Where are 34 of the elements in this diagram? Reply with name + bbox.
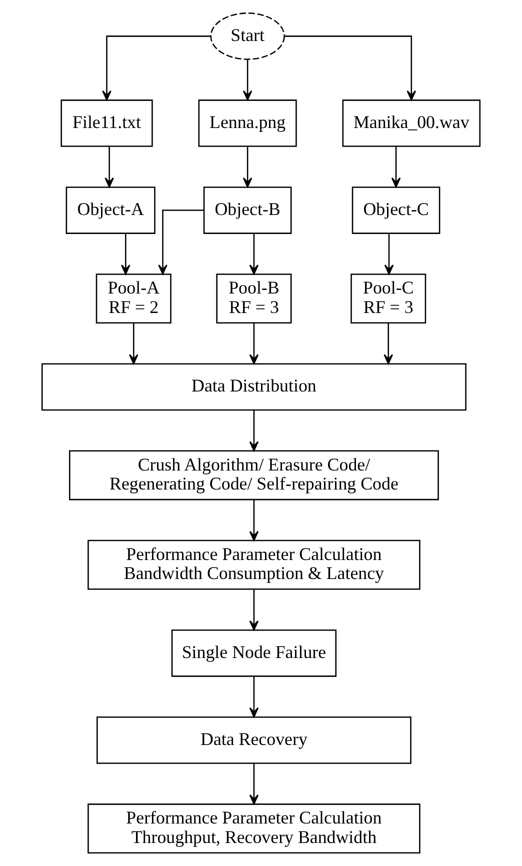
- node-box: Crush Algorithm/ Erasure Code/ Regenerating Code/ Self-repairing Code: [69, 450, 439, 500]
- node-box: Performance Parameter Calculation Throughput, Recovery Bandwidth: [88, 804, 420, 854]
- arrow: [158, 210, 204, 275]
- arrow: [249, 589, 259, 631]
- arrow: [249, 763, 259, 805]
- arrow: [102, 36, 211, 101]
- arrow: [249, 500, 259, 542]
- arrow: [242, 60, 252, 100]
- node-box: Pool-A RF = 2: [96, 274, 172, 324]
- node-box: Object-C: [352, 186, 440, 234]
- node-box: Performance Parameter Calculation Bandwidth Consumption & Latency: [88, 540, 420, 590]
- node-box: Data Recovery: [96, 716, 412, 764]
- node-box: Data Distribution: [41, 363, 466, 411]
- arrow: [120, 233, 130, 275]
- arrow: [384, 323, 394, 364]
- arrow: [104, 146, 114, 188]
- arrow: [391, 146, 401, 188]
- arrow: [249, 676, 259, 718]
- arrow: [284, 36, 416, 101]
- node-box: Pool-C RF = 3: [350, 274, 426, 324]
- arrow: [128, 323, 138, 364]
- arrow: [249, 323, 259, 364]
- arrow: [249, 410, 259, 452]
- node-ellipse: Start: [210, 12, 285, 60]
- node-box: Pool-B RF = 3: [216, 274, 292, 324]
- node-box: Single Node Failure: [171, 629, 337, 677]
- node-box: Object-B: [203, 186, 292, 234]
- node-box: Manika_00.wav: [342, 100, 481, 147]
- node-box: File11.txt: [60, 100, 153, 147]
- arrow: [242, 146, 252, 188]
- node-box: Lenna.png: [198, 100, 297, 147]
- node-box: Object-A: [66, 186, 156, 234]
- arrow: [384, 233, 394, 275]
- arrow: [249, 233, 259, 275]
